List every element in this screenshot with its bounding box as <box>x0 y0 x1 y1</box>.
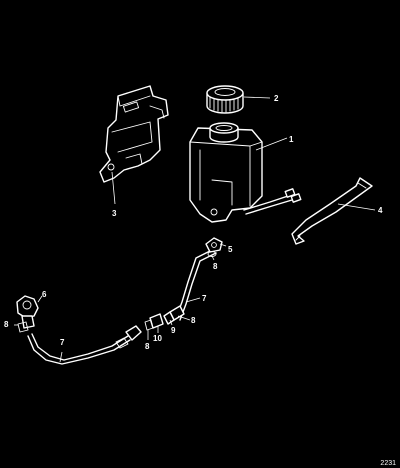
callout-labels: 1 2 3 4 5 8 6 8 7 8 9 10 8 7 <box>4 94 383 351</box>
fittings-part <box>115 237 223 349</box>
callout-6: 6 <box>42 290 47 299</box>
hose-fitting-part <box>16 295 39 333</box>
callout-4: 4 <box>378 206 383 215</box>
retaining-strap-part <box>291 177 373 245</box>
callout-9: 9 <box>171 326 176 335</box>
callout-2: 2 <box>274 94 279 103</box>
callout-1: 1 <box>289 135 294 144</box>
callout-7-lower: 7 <box>60 338 65 347</box>
leader-lines <box>14 96 376 363</box>
callout-5: 5 <box>228 245 233 254</box>
mounting-bracket-part <box>99 85 169 183</box>
callout-8-upper: 8 <box>213 262 218 271</box>
oil-tank-part <box>189 122 302 223</box>
callout-3: 3 <box>112 209 117 218</box>
callout-10: 10 <box>153 334 162 343</box>
callout-8-lower: 8 <box>145 342 150 351</box>
drawing-reference-number: 2231 <box>380 460 396 467</box>
callout-7-upper: 7 <box>202 294 207 303</box>
tank-cap-part <box>206 85 244 114</box>
callout-8-mid: 8 <box>191 316 196 325</box>
callout-8-left: 8 <box>4 320 9 329</box>
